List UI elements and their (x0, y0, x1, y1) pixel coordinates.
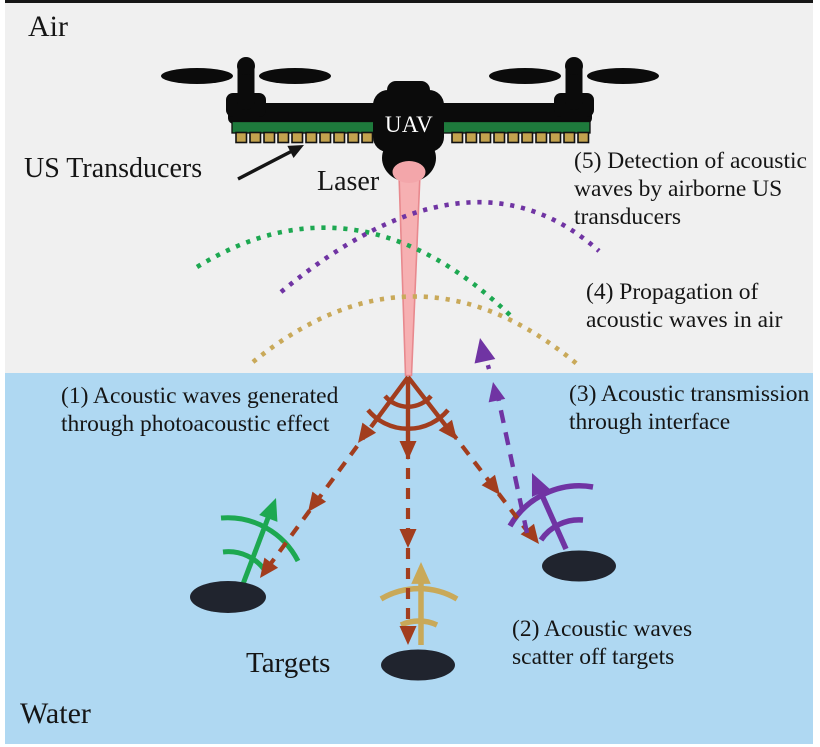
targets-label: Targets (246, 647, 331, 679)
water-label: Water (20, 697, 91, 730)
step4-annotation: (4) Propagation of acoustic waves in air (586, 279, 783, 333)
step5-annotation: (5) Detection of acoustic waves by airbo… (574, 148, 807, 230)
laser-label: Laser (317, 166, 380, 197)
step3-annotation: (3) Acoustic transmission through interf… (569, 381, 810, 435)
step1-annotation: (1) Acoustic waves generated through pho… (61, 383, 339, 437)
step2-annotation: (2) Acoustic waves scatter off targets (512, 616, 693, 670)
us-transducers-label: US Transducers (24, 153, 203, 184)
air-label: Air (28, 10, 68, 43)
